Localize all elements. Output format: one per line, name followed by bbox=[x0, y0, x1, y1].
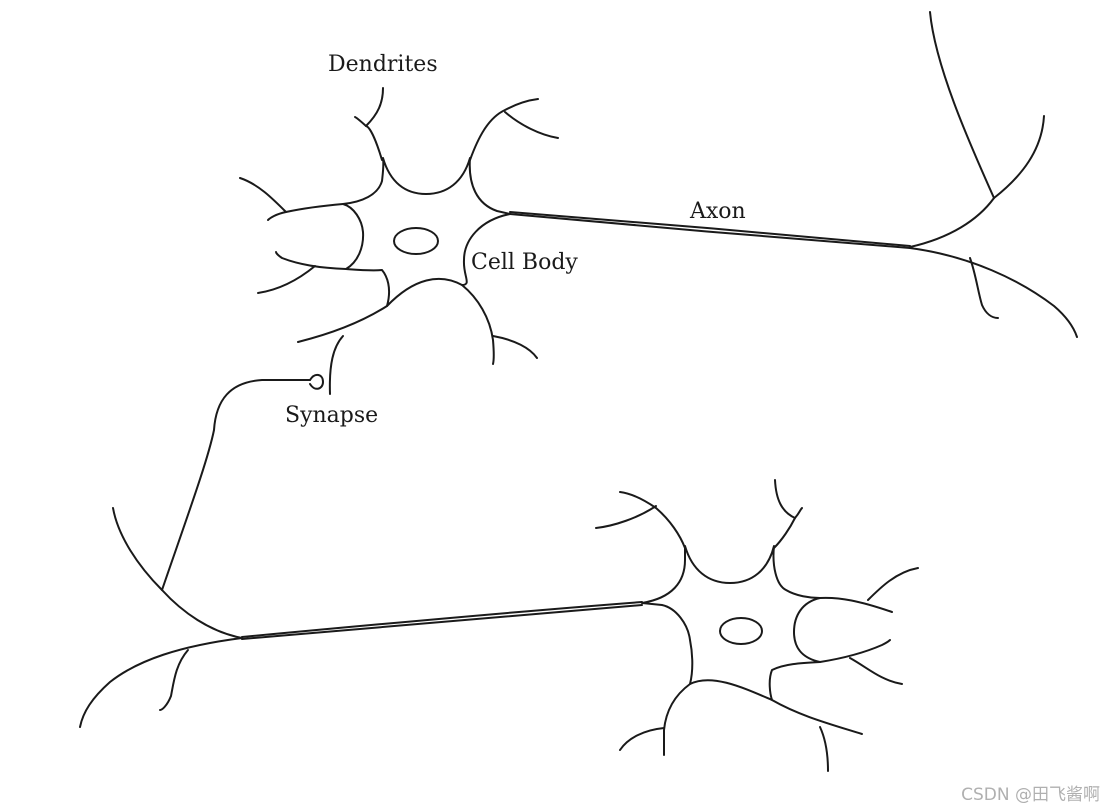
upper-axon bbox=[509, 11, 1078, 338]
lower-dendrite-bottom-right bbox=[771, 699, 863, 735]
label-synapse: Synapse bbox=[285, 403, 378, 428]
upper-dendrite-left-upper-branch bbox=[239, 177, 287, 213]
presynaptic-axon bbox=[161, 379, 311, 591]
lower-dendrite-top-left bbox=[619, 491, 686, 549]
lower-dendrite-top-left-branch bbox=[595, 505, 657, 529]
lower-dendrite-right-upper-branch bbox=[867, 567, 919, 601]
postsynaptic-dendrite bbox=[328, 335, 344, 395]
lower-axon-terminal-lower-branch bbox=[159, 649, 189, 711]
upper-dendrite-bottom-right-branch bbox=[492, 335, 538, 359]
lower-dendrite-bottom-left bbox=[663, 683, 691, 756]
lower-dendrites bbox=[595, 479, 919, 772]
upper-dendrite-left-lower bbox=[275, 251, 347, 270]
upper-axon-line-top bbox=[509, 211, 911, 247]
lower-axon-line-bottom bbox=[241, 604, 643, 640]
upper-dendrite-left-lower-branch bbox=[257, 265, 316, 294]
upper-dendrites bbox=[239, 87, 559, 365]
label-dendrites: Dendrites bbox=[328, 52, 438, 77]
upper-axon-terminal-lower-branch bbox=[969, 257, 999, 319]
upper-neuron bbox=[239, 11, 1078, 365]
upper-axon-terminal-lower bbox=[909, 247, 1078, 338]
lower-dendrite-top-right-branch bbox=[774, 479, 796, 519]
upper-axon-terminal-upper bbox=[909, 115, 1045, 248]
lower-dendrite-right-upper bbox=[819, 596, 893, 613]
lower-axon-terminal-lower bbox=[79, 637, 243, 728]
label-axon: Axon bbox=[689, 199, 746, 224]
upper-nucleus bbox=[393, 227, 439, 255]
upper-axon-terminal-upper-branch bbox=[929, 11, 995, 199]
lower-axon bbox=[79, 507, 643, 728]
upper-dendrite-top-right-branch bbox=[504, 111, 559, 139]
lower-axon-line-top bbox=[241, 601, 643, 638]
lower-dendrite-right-lower bbox=[819, 639, 891, 663]
lower-cell-body bbox=[641, 545, 821, 701]
lower-neuron bbox=[79, 479, 919, 772]
upper-cell-body-outline bbox=[342, 157, 511, 307]
synapse-connection bbox=[161, 335, 344, 591]
upper-dendrite-bottom-right bbox=[461, 284, 495, 365]
upper-cell-body bbox=[342, 157, 511, 307]
lower-nucleus bbox=[719, 617, 763, 645]
upper-dendrite-bottom-left bbox=[297, 305, 388, 343]
synapse-knob bbox=[309, 374, 324, 390]
lower-dendrite-bottom-left-branch bbox=[619, 727, 665, 751]
lower-cell-body-outline bbox=[641, 545, 821, 701]
label-cell-body: Cell Body bbox=[471, 250, 578, 275]
upper-dendrite-top-branch bbox=[365, 87, 384, 127]
lower-dendrite-right-lower-branch bbox=[849, 657, 903, 685]
upper-axon-line-bottom bbox=[509, 213, 911, 249]
upper-dendrite-top-right bbox=[469, 98, 539, 161]
watermark-text: CSDN @田飞酱啊 bbox=[961, 785, 1100, 805]
lower-dendrite-bottom-right-branch bbox=[819, 726, 829, 772]
lower-axon-terminal-upper bbox=[112, 507, 243, 639]
